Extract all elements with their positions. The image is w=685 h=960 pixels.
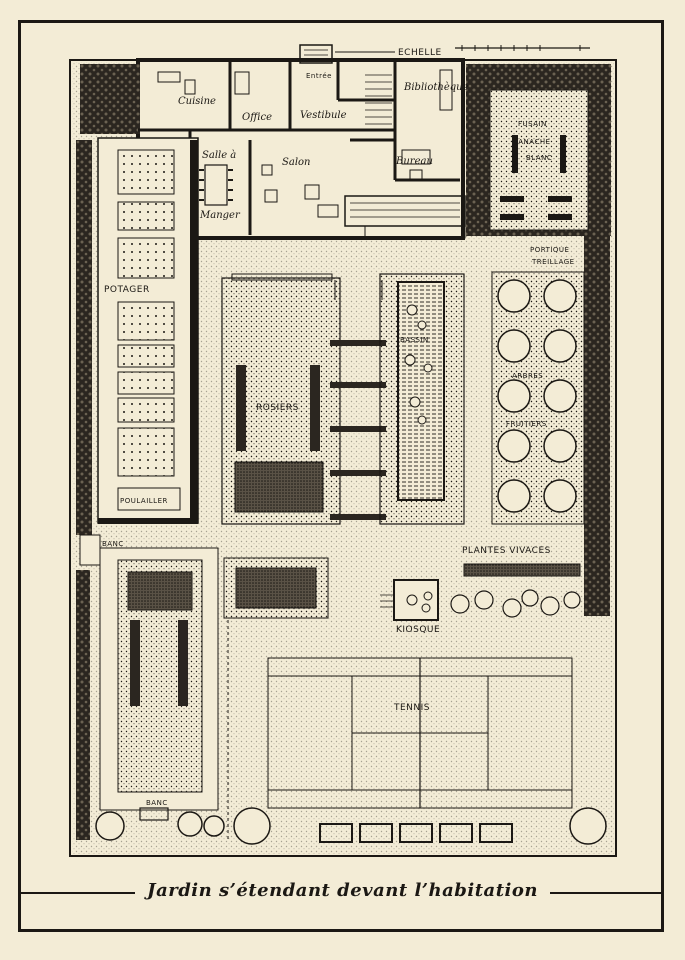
label-potager: POTAGER xyxy=(104,285,150,295)
label-bassin: BASSIN xyxy=(400,336,429,344)
terrace-steps xyxy=(364,225,466,239)
label-panache: PANACHE xyxy=(514,138,551,146)
page-frame xyxy=(18,20,664,932)
scale-label: ECHELLE xyxy=(398,48,442,58)
tennis-court xyxy=(267,657,573,809)
entry-steps xyxy=(299,44,333,64)
label-banc-bottom: BANC xyxy=(146,799,168,807)
staircase xyxy=(365,74,392,125)
dining-table xyxy=(204,164,228,206)
label-poulailler: POULAILLER xyxy=(120,497,168,505)
left-hedge-lower xyxy=(76,570,90,840)
kiosque xyxy=(380,579,439,621)
fusain-bed-dots xyxy=(490,90,588,230)
label-kiosque: KIOSQUE xyxy=(396,625,440,635)
label-tennis: TENNIS xyxy=(393,703,430,713)
lower-left-bed xyxy=(79,534,219,821)
label-portique: PORTIQUE xyxy=(530,246,569,254)
scale-bar xyxy=(335,45,590,53)
stone-terrace xyxy=(80,64,140,134)
fusain-bar-right xyxy=(560,135,566,173)
label-bibliotheque: Bibliothèque xyxy=(403,82,469,93)
rosiers-bed xyxy=(221,273,341,525)
label-entree: Entrée xyxy=(306,72,332,80)
label-manger: Manger xyxy=(199,210,241,221)
fusain-bar-left xyxy=(512,135,518,173)
label-vestibule: Vestibule xyxy=(300,110,347,121)
label-banc-left: BANC xyxy=(102,540,124,548)
bench-left xyxy=(79,534,101,566)
orchard xyxy=(491,271,585,525)
plantes-vivaces-bed xyxy=(450,563,581,618)
bench-bottom xyxy=(139,807,169,821)
label-fruitiers: FRUITIERS xyxy=(506,420,547,428)
label-salon: Salon xyxy=(282,157,310,168)
middle-lower-parterre xyxy=(235,567,317,609)
label-blanc: BLANC xyxy=(526,154,552,162)
plan-caption: Jardin s’étendant devant l’habitation xyxy=(0,880,685,901)
potager xyxy=(97,137,199,524)
label-cuisine: Cuisine xyxy=(178,96,216,107)
plan-caption-text: Jardin s’étendant devant l’habitation xyxy=(135,880,550,901)
label-office: Office xyxy=(242,112,272,123)
left-hedge xyxy=(76,140,92,535)
label-rosiers: ROSIERS xyxy=(256,403,299,413)
label-arbres: ARBRES xyxy=(512,372,543,380)
label-bureau: Bureau xyxy=(395,156,433,167)
label-plantes-vivaces: PLANTES VIVACES xyxy=(462,546,551,556)
bassin xyxy=(379,273,465,525)
bottom-border xyxy=(95,807,607,845)
label-fusain: FUSAIN xyxy=(518,120,547,128)
label-treillage: TREILLAGE xyxy=(531,258,575,266)
desk xyxy=(401,149,431,165)
trellis-hedge xyxy=(584,236,610,616)
label-salle-a: Salle à xyxy=(202,150,236,161)
